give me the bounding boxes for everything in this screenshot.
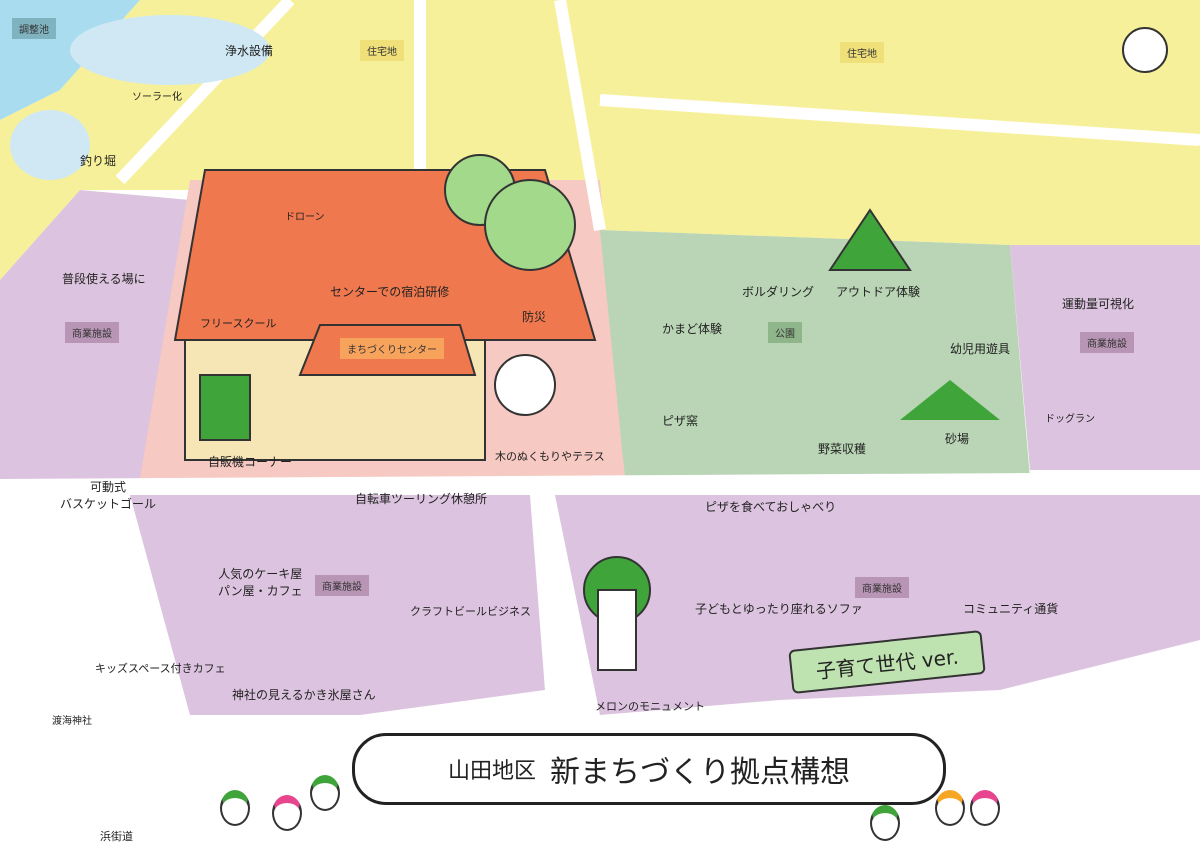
label-melon: メロンのモニュメント (595, 700, 705, 713)
person-figure (310, 775, 340, 811)
label-basket: 可動式 バスケットゴール (60, 480, 157, 511)
label-cake: 人気のケーキ屋 パン屋・カフェ (218, 567, 303, 598)
monument-sign (597, 589, 637, 671)
tent (828, 208, 912, 271)
label-terrace: 木のぬくもりやテラス (495, 450, 605, 463)
title-main: 新まちづくり拠点構想 (550, 755, 850, 790)
commercial-area-bottom-right (555, 495, 1200, 715)
label-pizza-oven: ピザ窯 (662, 414, 699, 428)
person-figure (272, 795, 302, 831)
label-free-school: フリースクール (200, 317, 277, 330)
label-fishing: 釣り堀 (80, 154, 117, 168)
terrace-tree (494, 354, 556, 416)
residential-area (0, 0, 1200, 280)
label-toddler: 幼児用遊具 (950, 342, 1011, 356)
label-outdoor: アウトドア体験 (836, 285, 921, 299)
label-everyday: 普段使える場に (62, 272, 146, 286)
label-currency: コミュニティ通貨 (963, 602, 1059, 616)
label-sofa: 子どもとゆったり座れるソファ (695, 602, 863, 616)
tag-residential: 住宅地 (360, 40, 404, 61)
commercial-area-right (1010, 245, 1200, 470)
label-road: 浜街道 (100, 830, 133, 843)
label-drone: ドローン (285, 212, 325, 223)
label-solar: ソーラー化 (132, 92, 182, 103)
tag-residential: 住宅地 (840, 42, 884, 63)
person-figure (970, 790, 1000, 826)
tree (484, 179, 576, 271)
sandbox (900, 380, 1000, 420)
label-disaster: 防災 (522, 310, 547, 324)
label-shrine: 渡海神社 (52, 716, 92, 727)
tag-park: 公園 (768, 322, 802, 343)
label-bouldering: ボルダリング (742, 285, 815, 299)
vending-machine (199, 374, 251, 441)
label-cycling: 自転車ツーリング休憩所 (355, 492, 488, 506)
compass (1122, 27, 1168, 73)
person-figure (870, 805, 900, 841)
fishing-pond (10, 110, 90, 180)
tag-commercial: 商業施設 (1080, 332, 1134, 353)
label-water: 浄水設備 (225, 44, 274, 58)
label-pizza-talk: ピザを食べておしゃべり (705, 500, 837, 514)
label-sandbox: 砂場 (945, 432, 970, 446)
label-kamado: かまど体験 (662, 322, 723, 336)
page-title: 山田地区 新まちづくり拠点構想 (352, 733, 946, 805)
label-activity: 運動量可視化 (1062, 297, 1135, 311)
solar-pond (70, 15, 270, 85)
label-shaved-ice: 神社の見えるかき氷屋さん (232, 688, 376, 702)
commercial-area-bottom-left (130, 495, 545, 715)
tag-commercial: 商業施設 (855, 577, 909, 598)
label-vegetable: 野菜収穫 (818, 442, 867, 456)
label-vending: 自販機コーナー (208, 455, 293, 469)
title-district: 山田地区 (447, 759, 536, 784)
label-kids-cafe: キッズスペース付きカフェ (95, 662, 226, 675)
tag-commercial: 商業施設 (65, 322, 119, 343)
label-dogrun: ドッグラン (1045, 414, 1095, 425)
label-lodging: センターでの宿泊研修 (330, 285, 450, 299)
tag-pond: 調整池 (12, 18, 56, 39)
tag-commercial: 商業施設 (315, 575, 369, 596)
person-figure (220, 790, 250, 826)
label-craft-beer: クラフトビールビジネス (410, 605, 531, 618)
person-figure (935, 790, 965, 826)
tag-center: まちづくりセンター (340, 338, 444, 359)
